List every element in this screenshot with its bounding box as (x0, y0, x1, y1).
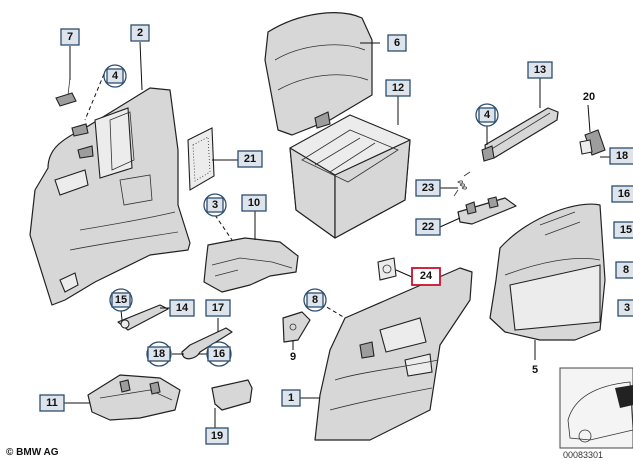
trim-panel-lower (314, 267, 473, 441)
svg-text:24: 24 (420, 270, 433, 282)
callouts: 7 2 4 6 12 13 20 4 18 21 23 16 3 10 22 1… (39, 24, 633, 445)
callout-23[interactable]: 23 (415, 179, 441, 197)
svg-text:8: 8 (312, 294, 318, 306)
svg-text:19: 19 (211, 430, 223, 442)
trim-panel-left (29, 87, 191, 306)
svg-text:15: 15 (620, 224, 632, 236)
svg-text:9: 9 (290, 351, 296, 363)
svg-text:1: 1 (288, 392, 294, 404)
svg-text:3: 3 (624, 302, 630, 314)
callout-3b[interactable]: 3 (617, 299, 633, 317)
frame-part-11 (87, 374, 181, 421)
svg-text:12: 12 (392, 82, 404, 94)
callout-4a[interactable]: 4 (103, 64, 127, 88)
trim-panel-right (489, 203, 606, 341)
callout-18b[interactable]: 18 (609, 147, 633, 165)
callout-22[interactable]: 22 (415, 218, 441, 236)
callout-4b[interactable]: 4 (475, 103, 499, 127)
vehicle-thumbnail (559, 367, 633, 449)
svg-text:18: 18 (616, 150, 628, 162)
callout-17[interactable]: 17 (205, 299, 231, 317)
callout-9: 9 (290, 351, 296, 363)
callout-21[interactable]: 21 (237, 150, 263, 168)
callout-7[interactable]: 7 (60, 28, 80, 46)
callout-20: 20 (583, 91, 595, 103)
cover-part-21 (187, 127, 215, 191)
callout-12[interactable]: 12 (385, 79, 411, 97)
svg-text:5: 5 (532, 364, 538, 376)
svg-text:22: 22 (422, 221, 434, 233)
callout-2[interactable]: 2 (130, 24, 150, 42)
spring-part-23 (453, 171, 471, 197)
svg-text:10: 10 (248, 197, 260, 209)
callout-6[interactable]: 6 (387, 34, 407, 52)
strap-part-14 (117, 304, 169, 331)
bracket-part-9 (282, 311, 311, 343)
hook-part-17 (181, 327, 233, 360)
svg-text:8: 8 (623, 264, 629, 276)
svg-text:17: 17 (212, 302, 224, 314)
callout-19[interactable]: 19 (205, 427, 229, 445)
svg-text:11: 11 (46, 397, 58, 409)
svg-text:20: 20 (583, 91, 595, 103)
callout-8b[interactable]: 8 (615, 261, 633, 279)
svg-text:23: 23 (422, 182, 434, 194)
svg-text:16: 16 (213, 348, 225, 360)
callout-14[interactable]: 14 (169, 299, 195, 317)
svg-text:18: 18 (153, 348, 165, 360)
callout-16a[interactable]: 16 (206, 341, 232, 367)
svg-text:13: 13 (534, 64, 546, 76)
callout-1[interactable]: 1 (281, 389, 301, 407)
clip-part-20 (579, 129, 606, 156)
callout-18a[interactable]: 18 (146, 341, 172, 367)
bracket-part-19 (211, 379, 253, 411)
svg-text:15: 15 (115, 294, 127, 306)
svg-text:4: 4 (112, 70, 119, 82)
cover-part-10 (203, 237, 299, 293)
storage-box-part-12 (289, 111, 411, 239)
diagram-id-label: 00083301 (563, 450, 604, 460)
storage-lid-part-6 (264, 12, 373, 136)
svg-text:2: 2 (137, 27, 143, 39)
callout-16b[interactable]: 16 (611, 185, 633, 203)
svg-text:6: 6 (394, 37, 400, 49)
callout-15b[interactable]: 15 (613, 221, 633, 239)
callout-5: 5 (532, 364, 538, 376)
svg-text:21: 21 (244, 153, 256, 165)
callout-13[interactable]: 13 (527, 61, 553, 79)
svg-text:4: 4 (484, 109, 491, 121)
copyright-label: © BMW AG (6, 447, 59, 458)
callout-10[interactable]: 10 (241, 194, 267, 212)
leader-lines (64, 41, 610, 428)
svg-text:14: 14 (176, 302, 189, 314)
handle-part-22 (457, 196, 517, 225)
clip-part-24 (377, 257, 397, 281)
clip-part-7 (55, 77, 77, 107)
callout-8[interactable]: 8 (303, 288, 327, 312)
callout-11[interactable]: 11 (39, 394, 65, 412)
svg-text:7: 7 (67, 31, 73, 43)
callout-3[interactable]: 3 (203, 193, 227, 217)
svg-text:3: 3 (212, 199, 218, 211)
rail-part-13 (481, 107, 559, 162)
svg-text:16: 16 (618, 188, 630, 200)
callout-24[interactable]: 24 (411, 267, 441, 286)
callout-15[interactable]: 15 (109, 288, 133, 312)
